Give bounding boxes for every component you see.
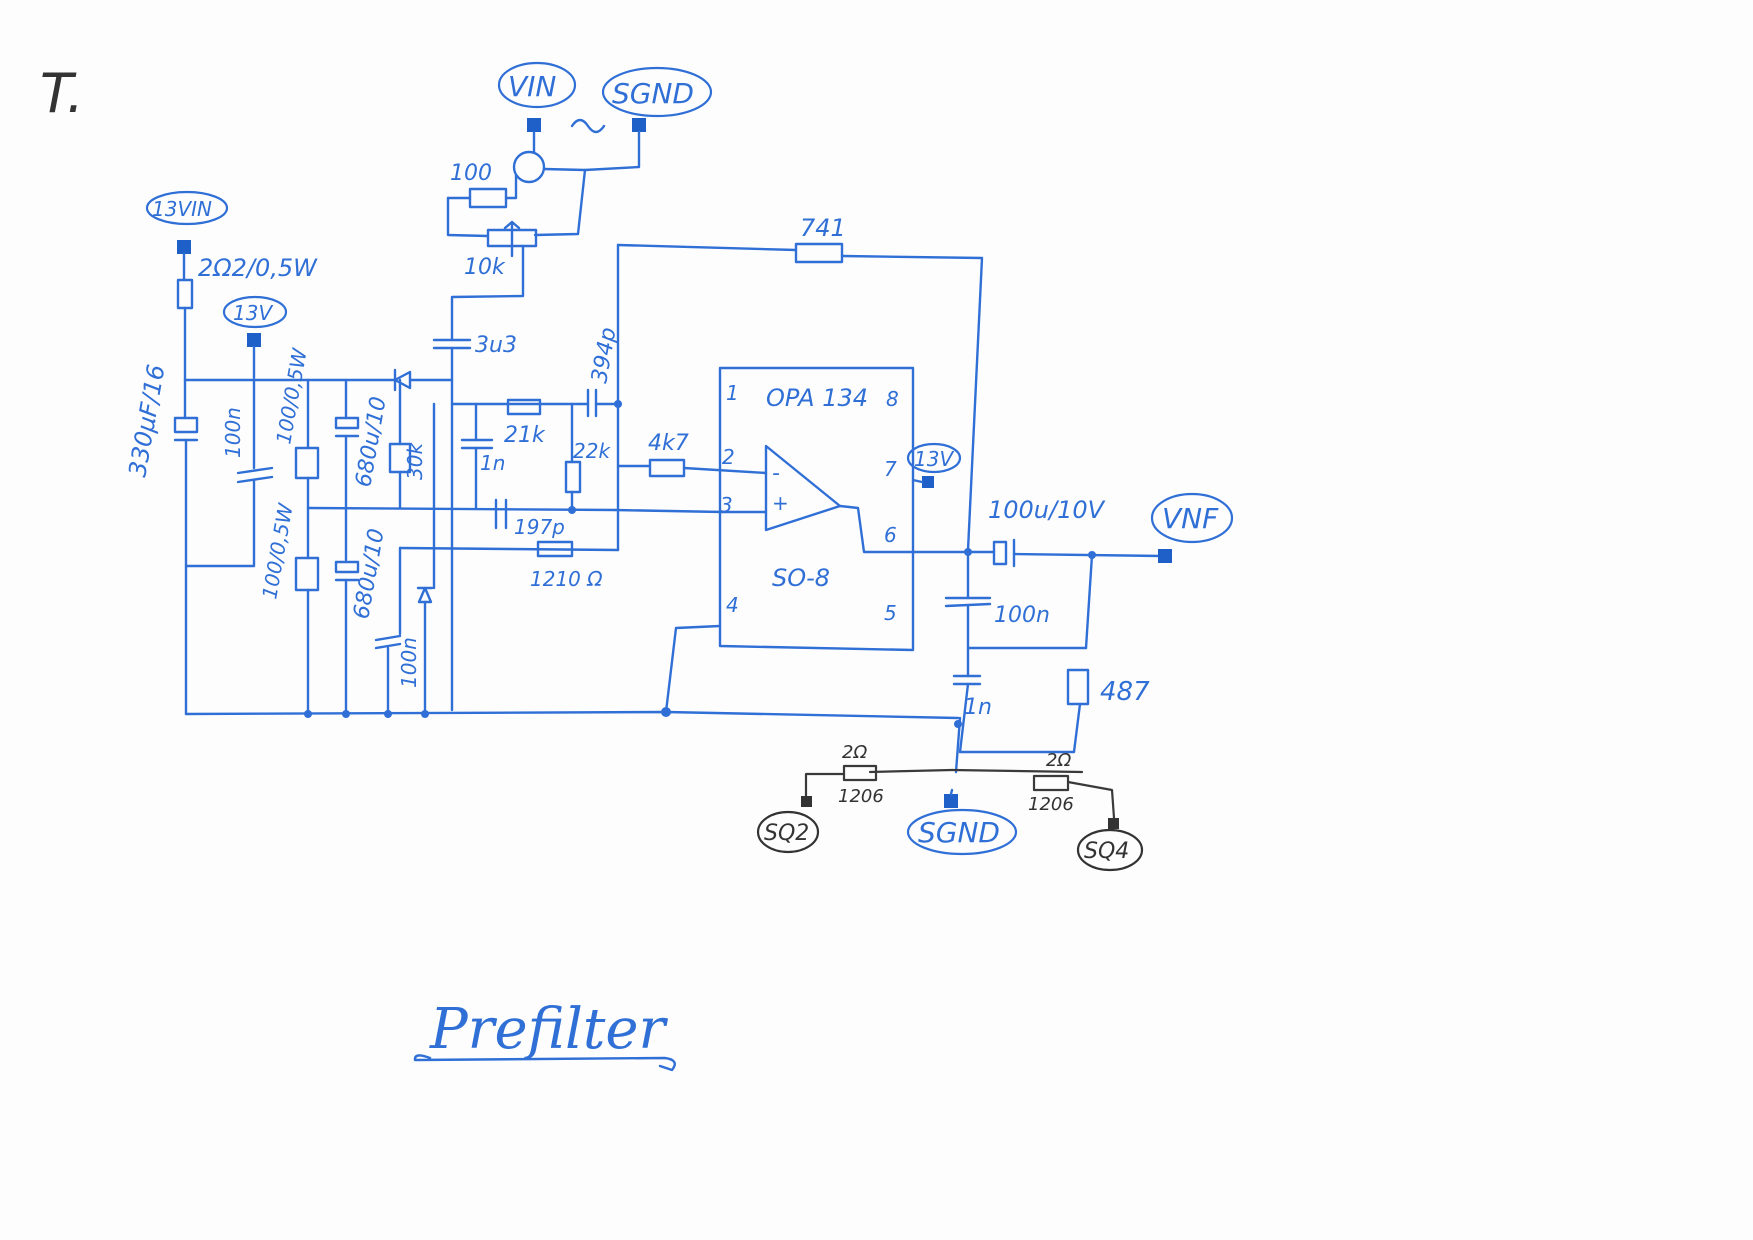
sq2-label: SQ2 (756, 810, 820, 854)
capacitor-680u-top-label: 680u/10 (351, 395, 391, 489)
vin-label: VIN (497, 61, 577, 109)
sgnd-top-text: SGND (612, 77, 694, 110)
sgnd-bottom-text: SGND (918, 816, 1000, 849)
pin8-label: 8 (886, 387, 899, 411)
capacitor-1n-out-label: 1n (964, 695, 992, 720)
vin-text: VIN (508, 70, 556, 103)
sq4-label: SQ4 (1076, 828, 1144, 872)
pin6-label: 6 (884, 523, 897, 547)
resistor-741 (794, 242, 844, 264)
opamp-minus: - (772, 461, 780, 486)
opamp-triangle (764, 444, 842, 532)
capacitor-680u-top (334, 416, 360, 430)
resistor-2r-right-label: 2Ω (1046, 750, 1071, 771)
sgnd-bottom-label: SGND (906, 808, 1018, 856)
v13in-pad (177, 240, 191, 254)
capacitor-330u-label: 330μF/16 (123, 362, 170, 479)
corner-mark: T. (40, 62, 84, 125)
vnf-label: VNF (1150, 492, 1234, 544)
capacitor-680u-bottom (334, 560, 360, 574)
pin1-label: 1 (726, 381, 739, 405)
resistor-4k7-label: 4k7 (648, 431, 689, 456)
resistor-30k-label: 30k (403, 442, 427, 480)
capacitor-197p (494, 498, 508, 530)
capacitor-394p (586, 388, 598, 418)
resistor-100-05w-top (294, 446, 320, 480)
capacitor-1n-mid-label: 1n (480, 451, 505, 475)
v13-ic-pad (922, 476, 934, 488)
capacitor-100n-out-label: 100n (994, 603, 1050, 628)
resistor-2r2 (176, 278, 194, 310)
resistor-1206-right-label: 1206 (1028, 794, 1074, 815)
resistor-1206-left-label: 1206 (838, 786, 884, 807)
capacitor-1n-out (952, 674, 982, 686)
v13-label: 13V (222, 295, 288, 329)
ic-name: OPA 134 (766, 384, 868, 412)
ic-package: SO-8 (772, 564, 830, 592)
pin5-label: 5 (884, 601, 897, 625)
resistor-21k (506, 398, 542, 416)
capacitor-100u-out-label: 100u/10V (988, 496, 1106, 524)
input-connector-circle (512, 150, 546, 184)
sq4-pad (1108, 818, 1119, 829)
capacitor-3u3-label: 3u3 (475, 333, 517, 358)
v13-ic-text: 13V (914, 447, 954, 471)
resistor-1210 (536, 540, 574, 558)
resistor-22k (564, 460, 582, 494)
v13-pad (247, 333, 261, 347)
resistor-100-05w-top-label: 100/0,5W (271, 345, 312, 445)
v13in-label: 13VIN (145, 190, 229, 226)
pin4-label: 4 (726, 593, 739, 617)
resistor-1210-label: 1210 Ω (530, 567, 603, 591)
capacitor-100n-bottom-label: 100n (397, 637, 421, 688)
resistor-100-top-label: 100 (450, 161, 492, 186)
sq2-text: SQ2 (764, 821, 809, 846)
pin2-label: 2 (722, 445, 735, 469)
resistor-2r-left-label: 2Ω (842, 742, 867, 763)
capacitor-680u-bottom-label: 680u/10 (349, 527, 389, 621)
pin7-label: 7 (884, 457, 897, 481)
capacitor-100n-bottom (374, 634, 402, 650)
capacitor-100u-out (992, 540, 1008, 566)
caption-prefilter: Prefilter (429, 997, 668, 1062)
resistor-21k-label: 21k (504, 423, 546, 448)
sgnd-bottom-pad (944, 794, 958, 808)
potentiometer-10k-label: 10k (464, 255, 506, 280)
diode-lower (417, 586, 433, 604)
vnf-text: VNF (1162, 502, 1219, 535)
v13-ic-label: 13V (906, 442, 962, 474)
resistor-100-top (468, 187, 508, 209)
v13-text: 13V (233, 301, 273, 325)
vnf-pad (1158, 549, 1172, 563)
vin-pad (527, 118, 541, 132)
resistor-22k-label: 22k (573, 439, 611, 463)
resistor-487-label: 487 (1100, 677, 1150, 707)
v13in-text: 13VIN (152, 197, 212, 221)
ac-source-symbol (570, 118, 606, 134)
sq4-text: SQ4 (1084, 839, 1129, 864)
opa134-package (718, 366, 915, 652)
resistor-100-05w-bottom (294, 556, 320, 592)
capacitor-330u (173, 416, 199, 434)
resistor-2r2-label: 2Ω2/0,5W (198, 254, 318, 282)
resistor-4k7 (648, 458, 686, 478)
caption-underline (413, 1054, 676, 1072)
pin3-label: 3 (720, 493, 733, 517)
sgnd-top-pad (632, 118, 646, 132)
capacitor-100n-left-label: 100n (221, 407, 245, 458)
capacitor-394p-label: 394p (587, 326, 621, 385)
diode-top (393, 370, 412, 390)
sq2-pad (801, 796, 812, 807)
resistor-2r-right (1032, 774, 1070, 792)
capacitor-1n-mid (460, 438, 494, 450)
sgnd-top-label: SGND (601, 66, 713, 118)
resistor-487 (1066, 668, 1090, 706)
capacitor-197p-label: 197p (514, 515, 565, 539)
resistor-741-label: 741 (800, 214, 846, 242)
resistor-100-05w-bottom-label: 100/0,5W (257, 500, 298, 600)
opamp-plus: + (772, 491, 789, 515)
